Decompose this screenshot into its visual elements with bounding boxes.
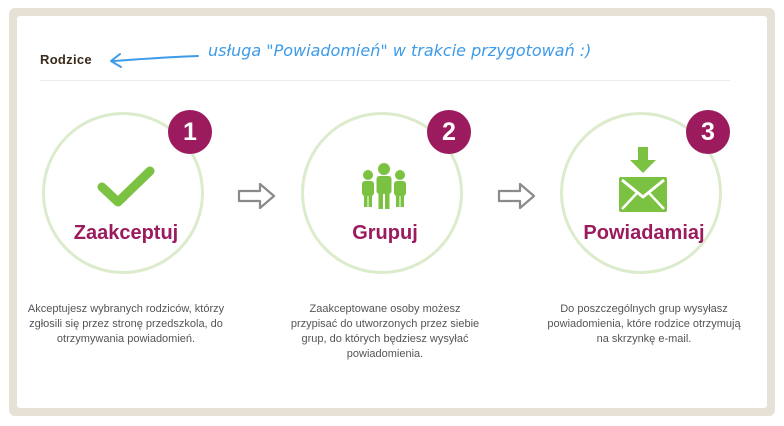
step-2-label: Grupuj bbox=[352, 222, 418, 244]
arrow-right-outline-icon bbox=[497, 182, 536, 210]
envelope-download-icon bbox=[619, 147, 667, 212]
service-status-note: usługa "Powiadomień" w trakcie przygotow… bbox=[208, 41, 592, 60]
checkmark-icon bbox=[97, 166, 155, 207]
section-title: Rodzice bbox=[40, 52, 92, 67]
arrow-right-outline-icon bbox=[237, 182, 276, 210]
people-group-icon bbox=[362, 163, 406, 209]
hand-drawn-arrow-left-icon bbox=[110, 53, 199, 68]
step-2-description: Zaakceptowane osoby możesz przypisać do … bbox=[290, 303, 480, 360]
header-divider bbox=[40, 80, 730, 81]
step-3-badge: 3 bbox=[686, 110, 730, 154]
step-1-badge: 1 bbox=[168, 110, 212, 154]
step-3-label: Powiadamiaj bbox=[583, 222, 705, 244]
step-1-description: Akceptujesz wybranych rodziców, którzy z… bbox=[27, 303, 225, 345]
step-3-description: Do poszczególnych grup wysyłasz powiadom… bbox=[547, 303, 741, 345]
step-1-label: Zaakceptuj bbox=[73, 222, 179, 244]
step-2-badge: 2 bbox=[427, 110, 471, 154]
